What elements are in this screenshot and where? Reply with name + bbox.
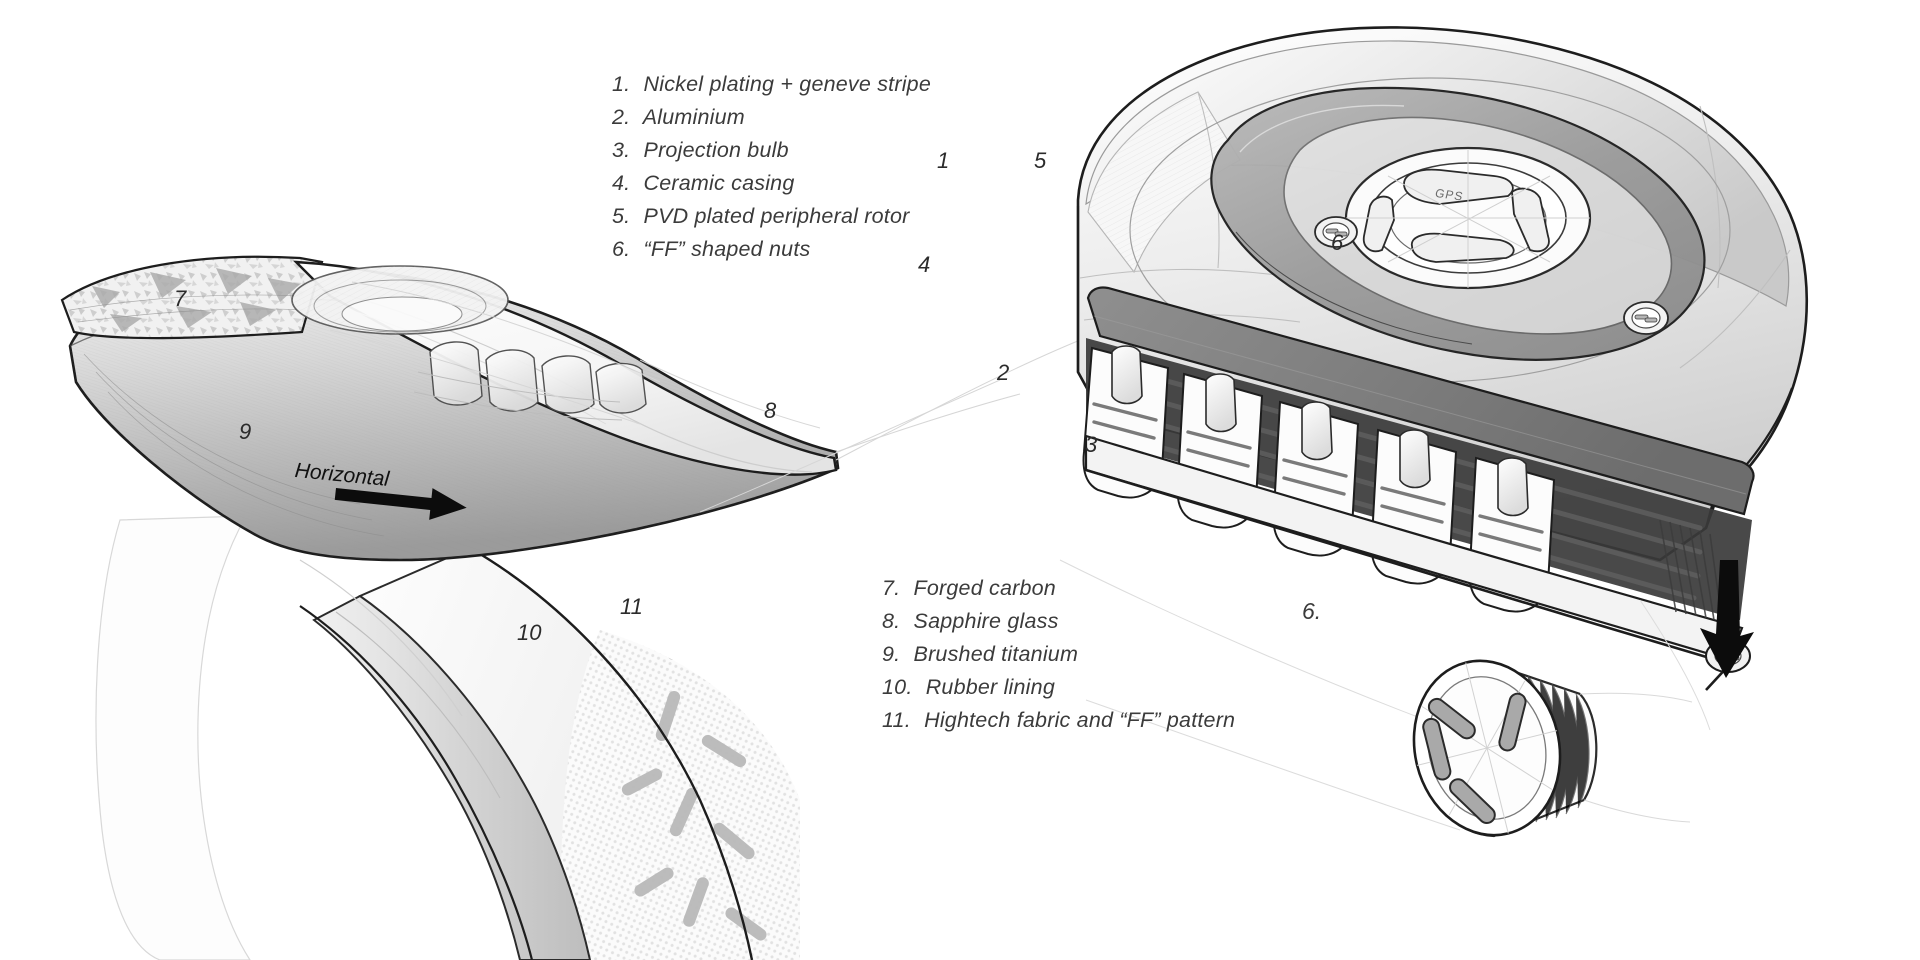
strap-rubber-lining bbox=[312, 594, 592, 960]
nut-ff-slots bbox=[1422, 692, 1527, 824]
legend-item-9-label: Brushed titanium bbox=[913, 642, 1079, 666]
legend-item-8-number: 8. bbox=[882, 609, 901, 633]
gps-hub bbox=[1344, 146, 1592, 290]
legend-item-9: 9. Brushed titanium bbox=[882, 638, 1235, 671]
callout-5: 5 bbox=[1034, 148, 1047, 173]
legend-item-4: 4. Ceramic casing bbox=[612, 167, 931, 200]
legend-item-5-label: PVD plated peripheral rotor bbox=[643, 204, 910, 228]
callout-7: 7 bbox=[174, 286, 187, 311]
legend-item-11-number: 11. bbox=[882, 708, 911, 732]
legend-item-4-number: 4. bbox=[612, 171, 631, 195]
callout-6: 6 bbox=[1331, 230, 1344, 255]
legend-item-7-number: 7. bbox=[882, 576, 901, 600]
legend-item-5-number: 5. bbox=[612, 204, 631, 228]
legend-item-7-label: Forged carbon bbox=[913, 576, 1056, 600]
legend-item-6-number: 6. bbox=[612, 237, 631, 261]
legend-item-10: 10. Rubber lining bbox=[882, 671, 1235, 704]
callout-4: 4 bbox=[918, 252, 931, 277]
callout-2: 2 bbox=[997, 360, 1010, 385]
callout-8: 8 bbox=[764, 398, 777, 423]
legend-bottom: 7. Forged carbon 8. Sapphire glass 9. Br… bbox=[882, 572, 1235, 737]
legend-item-11-label: Hightech fabric and “FF” pattern bbox=[924, 708, 1236, 732]
hub-spokes bbox=[1346, 150, 1590, 288]
legend-item-6-label: “FF” shaped nuts bbox=[643, 237, 811, 261]
horizontal-direction-arrow bbox=[334, 488, 467, 520]
legend-item-3-label: Projection bulb bbox=[643, 138, 789, 162]
strap-inner-edge bbox=[299, 605, 534, 960]
legend-item-10-label: Rubber lining bbox=[925, 675, 1055, 699]
right-module-assembly bbox=[1059, 26, 1809, 831]
projection-bulb-array bbox=[1082, 345, 1744, 662]
nut-tail-lines bbox=[1579, 692, 1693, 823]
left-watch-assembly bbox=[60, 255, 1091, 960]
legend-item-7: 7. Forged carbon bbox=[882, 572, 1235, 605]
legend-item-8: 8. Sapphire glass bbox=[882, 605, 1235, 638]
ff-pad-set bbox=[1362, 168, 1550, 263]
callout-1: 1 bbox=[937, 148, 950, 173]
legend-item-11: 11. Hightech fabric and “FF” pattern bbox=[882, 704, 1235, 737]
bay-bottom-lip bbox=[1084, 434, 1744, 662]
ff-pattern-marks bbox=[621, 630, 767, 941]
ff-nut-secondary bbox=[1314, 216, 1358, 248]
ff-nut-detail-callout bbox=[1412, 560, 1754, 838]
callout-11: 11 bbox=[620, 594, 643, 619]
detail-pointer-arrow bbox=[1700, 560, 1754, 678]
legend-item-1-label: Nickel plating + geneve stripe bbox=[643, 72, 931, 96]
legend-item-2-number: 2. bbox=[612, 105, 631, 129]
strap-back-loop bbox=[95, 515, 251, 960]
callout-3: 3 bbox=[1085, 432, 1098, 457]
legend-item-10-number: 10. bbox=[882, 675, 913, 699]
forged-carbon-panel bbox=[60, 255, 324, 340]
legend-item-5: 5. PVD plated peripheral rotor bbox=[612, 200, 931, 233]
callout-9: 9 bbox=[239, 419, 252, 444]
legend-top: 1. Nickel plating + geneve stripe 2. Alu… bbox=[612, 68, 931, 266]
inner-dial-assembly bbox=[291, 265, 821, 429]
detail-callout-label: 6. bbox=[1302, 598, 1322, 624]
legend-item-3-number: 3. bbox=[612, 138, 631, 162]
legend-item-8-label: Sapphire glass bbox=[913, 609, 1059, 633]
construction-lines-left bbox=[699, 335, 1091, 513]
legend-item-3: 3. Projection bulb bbox=[612, 134, 931, 167]
module-lower-edge bbox=[1085, 468, 1733, 691]
ceramic-casing-strip bbox=[1086, 286, 1755, 516]
legend-item-9-number: 9. bbox=[882, 642, 901, 666]
legend-item-4-label: Ceramic casing bbox=[643, 171, 795, 195]
legend-item-2: 2. Aluminium bbox=[612, 101, 931, 134]
brush-arcs bbox=[83, 353, 385, 537]
ff-nut-on-rotor bbox=[1623, 301, 1669, 335]
legend-item-2-label: Aluminium bbox=[642, 105, 745, 129]
inner-bulb-row bbox=[429, 341, 647, 414]
forged-carbon-texture bbox=[69, 268, 307, 332]
legend-item-6: 6. “FF” shaped nuts bbox=[612, 233, 931, 266]
legend-item-1: 1. Nickel plating + geneve stripe bbox=[612, 68, 931, 101]
legend-item-1-number: 1. bbox=[612, 72, 631, 96]
callout-10: 10 bbox=[517, 620, 542, 645]
